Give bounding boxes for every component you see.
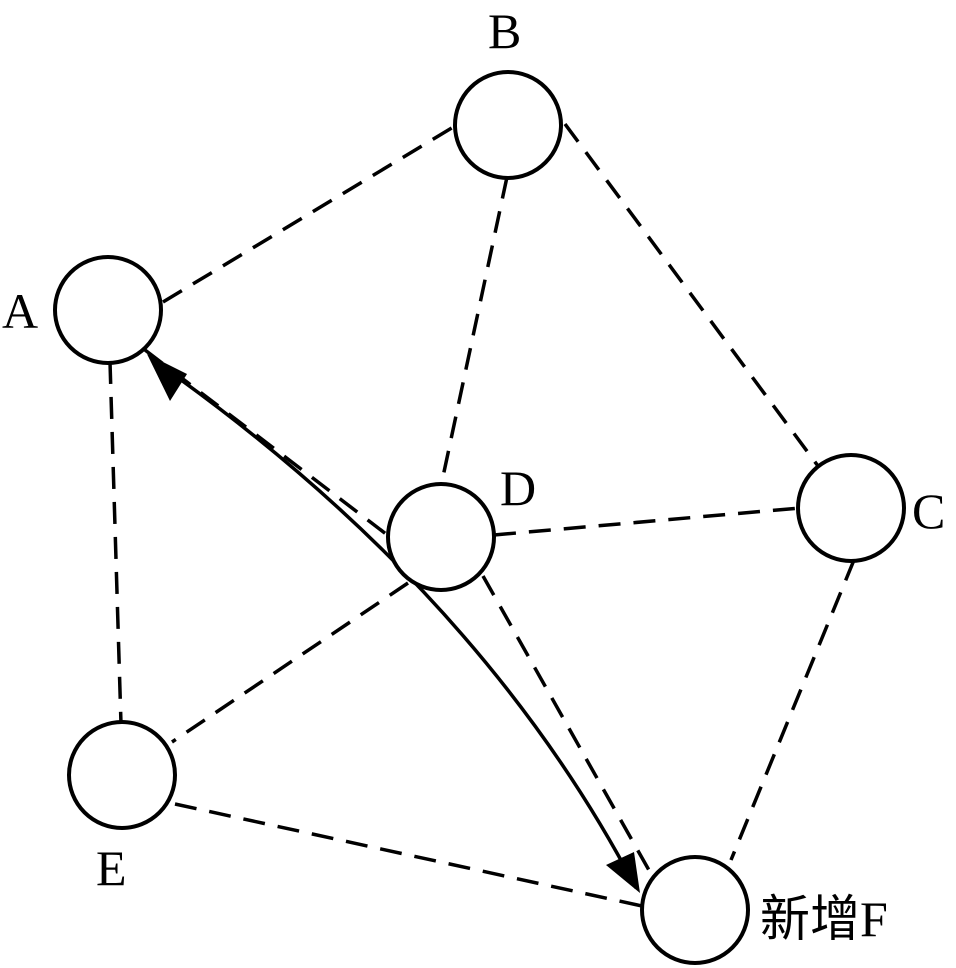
node-e <box>67 720 177 830</box>
node-f <box>640 855 750 965</box>
node-c <box>796 453 906 563</box>
node-d <box>386 482 496 592</box>
edge-b-c <box>563 122 820 468</box>
edge-d-e <box>171 581 409 744</box>
node-label-c: C <box>912 483 945 539</box>
edge-d-f <box>481 575 652 873</box>
node-a <box>53 255 163 365</box>
arrowhead-a-icon <box>147 354 187 401</box>
node-label-d: D <box>500 460 536 516</box>
edge-b-d <box>439 176 509 487</box>
edge-e-f <box>174 802 643 908</box>
edge-a-b <box>162 124 456 304</box>
node-label-f: 新增F <box>760 891 888 947</box>
arc-a-f <box>154 360 638 889</box>
node-b <box>453 70 563 180</box>
node-label-b: B <box>488 3 521 59</box>
edge-d-c <box>493 506 801 537</box>
arrowhead-f-icon <box>606 852 640 893</box>
node-label-a: A <box>2 283 38 339</box>
edge-a-d <box>143 348 392 539</box>
edge-c-f <box>729 559 856 861</box>
node-label-e: E <box>96 840 127 896</box>
edge-a-e <box>108 361 123 725</box>
